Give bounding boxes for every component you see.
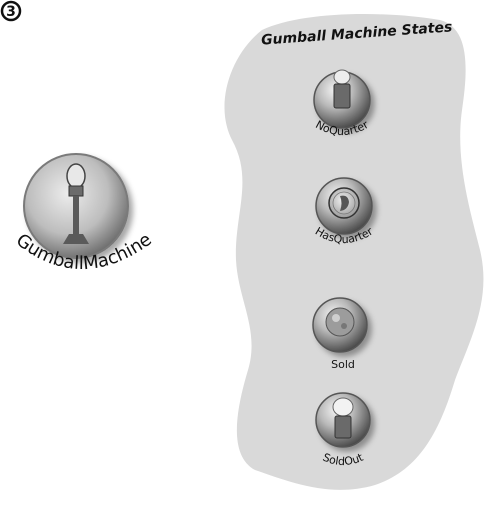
- state-noquarter: NoQuarter: [313, 69, 371, 138]
- state-label: SoldOut: [321, 450, 366, 468]
- step-number: 3: [6, 4, 16, 20]
- state-soldout: SoldOut: [315, 392, 371, 468]
- empty-gumball-machine-icon: [332, 397, 354, 439]
- quarter-coin-icon: [328, 187, 360, 219]
- gumball-machine-object: GumballMachine: [12, 153, 156, 274]
- step-number-badge: 3: [0, 0, 22, 22]
- gumball-machine-icon: [63, 163, 89, 244]
- gumball-machine-icon: [333, 69, 351, 109]
- state-sold: Sold: [312, 297, 368, 371]
- gumball-icon: [325, 307, 355, 337]
- state-label: NoQuarter: [313, 118, 371, 138]
- states-panel-background: [224, 14, 484, 490]
- state-hasquarter: HasQuarter: [313, 177, 376, 246]
- state-label: Sold: [331, 358, 355, 371]
